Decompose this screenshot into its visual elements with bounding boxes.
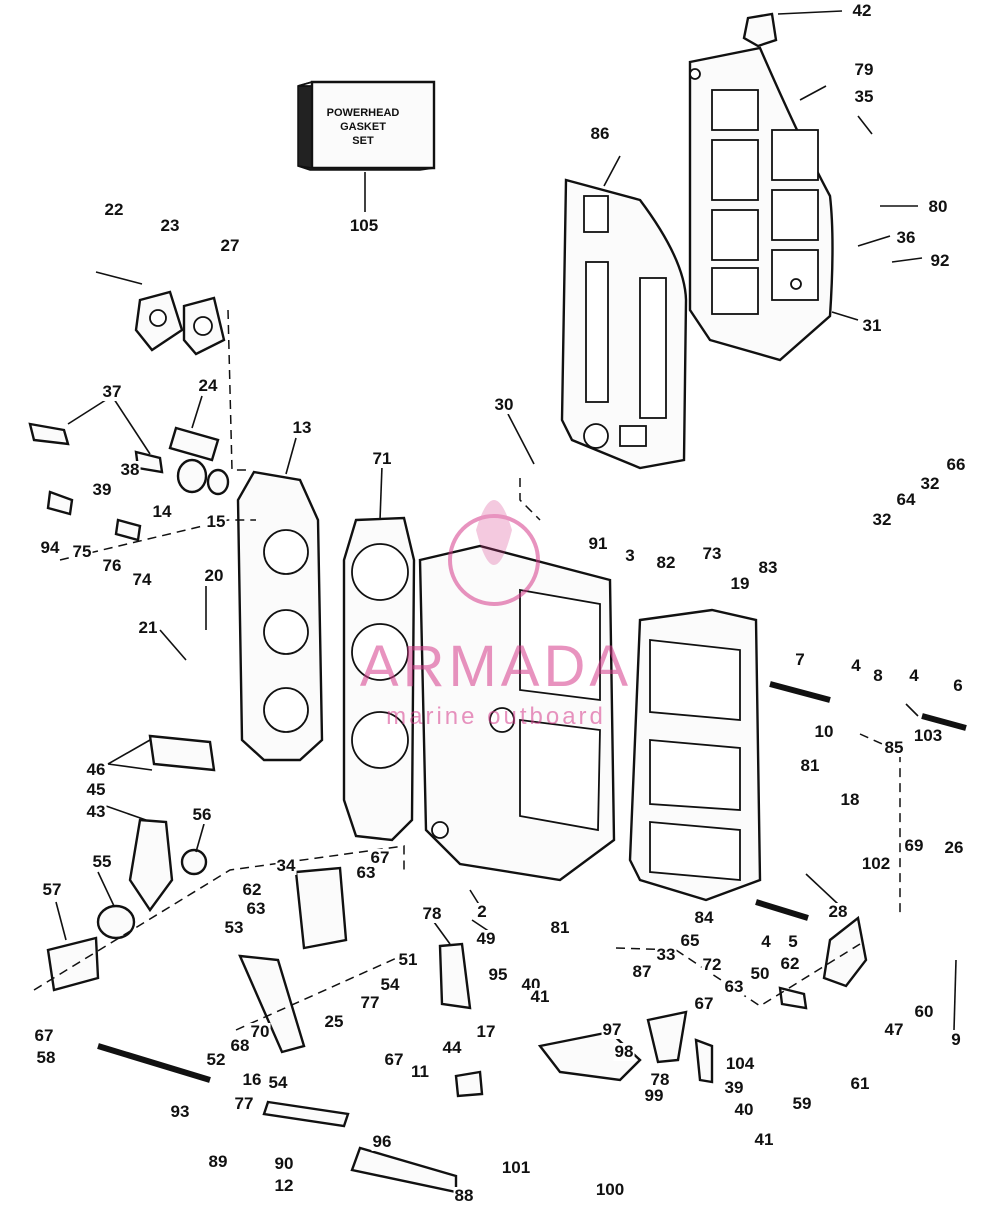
gasket-set-box: POWERHEAD GASKET SET <box>297 80 436 212</box>
head-gasket <box>342 516 416 842</box>
cylinder-head <box>236 470 324 762</box>
crankcase <box>628 608 762 902</box>
watermark-tagline: marine outboard <box>386 703 606 730</box>
box-line3: SET <box>352 135 374 147</box>
watermark: ARMADA marine outboard <box>360 500 632 730</box>
cylinder-block <box>418 544 616 882</box>
intake-cover <box>95 271 226 356</box>
plug-42 <box>742 10 843 48</box>
watermark-brand: ARMADA <box>360 634 632 699</box>
exhaust-cover <box>688 46 834 362</box>
box-line2: GASKET <box>340 121 386 133</box>
exhaust-gasket <box>560 178 688 470</box>
box-line1: POWERHEAD <box>327 107 400 119</box>
spring <box>168 426 220 462</box>
